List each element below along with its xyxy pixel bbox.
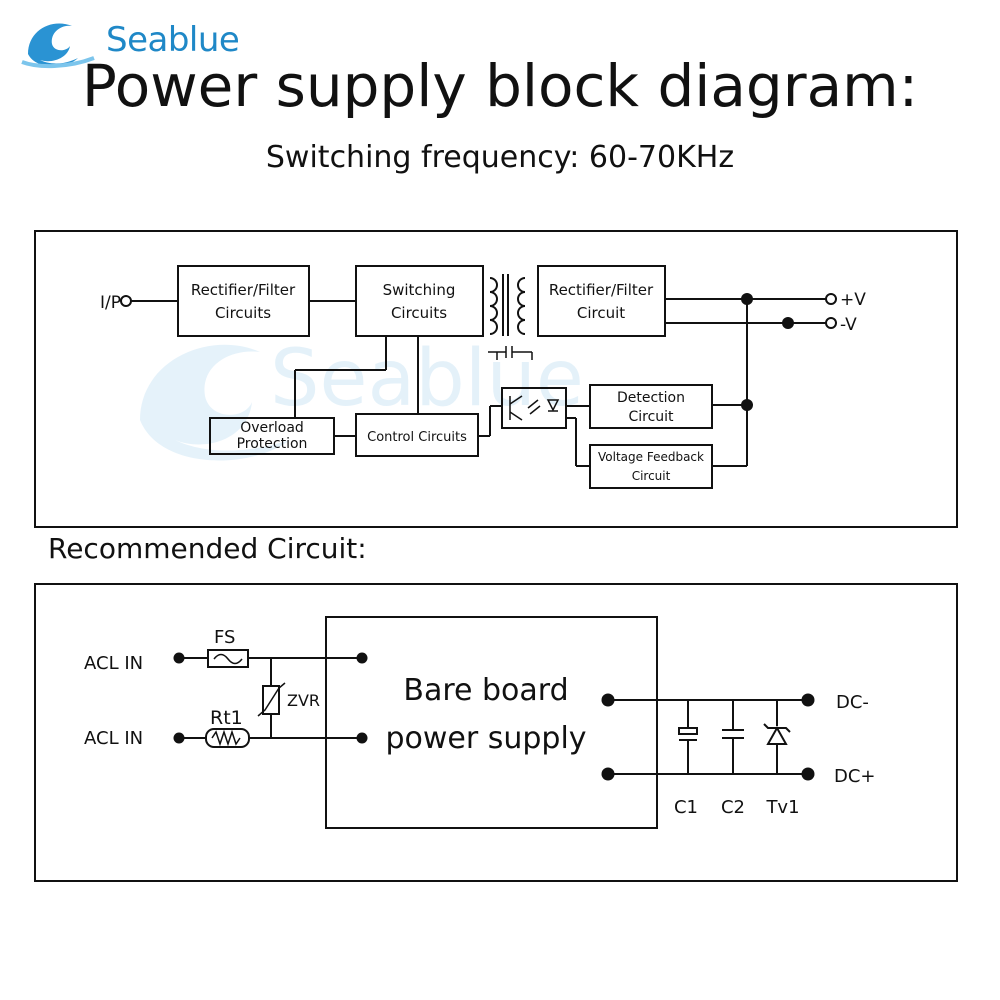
voltage-feedback-line1: Voltage Feedback bbox=[598, 450, 704, 464]
rectifier-filter-input-line1: Rectifier/Filter bbox=[191, 281, 296, 299]
voltage-feedback-block bbox=[589, 444, 713, 489]
ground-symbol-icon bbox=[488, 346, 533, 360]
rectifier-filter-output-block bbox=[537, 265, 666, 337]
c1-label: C1 bbox=[674, 797, 698, 818]
rectifier-filter-output-line1: Rectifier/Filter bbox=[549, 281, 654, 299]
board-label-line2: power supply bbox=[385, 721, 586, 756]
block-diagram-frame bbox=[34, 230, 958, 528]
rectifier-filter-input-block bbox=[177, 265, 310, 337]
switching-line2: Circuits bbox=[391, 304, 447, 322]
thermistor-label: Rt1 bbox=[210, 707, 243, 729]
acl-in-bottom-label: ACL IN bbox=[84, 728, 143, 749]
watermark-logo: Seablue bbox=[140, 334, 584, 461]
recommended-circuit-frame bbox=[34, 583, 958, 882]
transformer-icon bbox=[489, 274, 526, 336]
recommended-circuit-heading: Recommended Circuit: bbox=[48, 532, 367, 565]
page-subtitle: Switching frequency: 60-70KHz bbox=[265, 140, 735, 175]
fuse-label: FS bbox=[214, 627, 235, 648]
dc-negative-label: DC- bbox=[836, 692, 869, 713]
board-label-line1: Bare board bbox=[403, 673, 568, 708]
brand-logo: Seablue bbox=[18, 12, 258, 70]
overload-line1: Overload bbox=[240, 420, 304, 436]
acl-in-top-label: ACL IN bbox=[84, 653, 143, 674]
capacitor-c1-icon bbox=[678, 727, 698, 735]
rectifier-filter-output-line2: Circuit bbox=[577, 304, 625, 322]
rectifier-filter-input-line2: Circuits bbox=[215, 304, 271, 322]
tv1-label: Tv1 bbox=[765, 797, 799, 818]
page-title: Power supply block diagram: bbox=[81, 52, 919, 120]
detection-circuit-block bbox=[589, 384, 713, 429]
tvs-diode-icon bbox=[766, 725, 788, 745]
voltage-feedback-line2: Circuit bbox=[632, 469, 671, 483]
switching-circuits-block bbox=[355, 265, 484, 337]
bare-board-block bbox=[325, 616, 658, 829]
overload-line2: Protection bbox=[237, 436, 308, 452]
c2-label: C2 bbox=[721, 797, 745, 818]
control-circuits-label: Control Circuits bbox=[367, 430, 467, 445]
optocoupler-block bbox=[501, 387, 567, 429]
wave-logo-icon bbox=[21, 23, 95, 69]
varistor-label: ZVR bbox=[287, 691, 320, 710]
brand-name: Seablue bbox=[106, 20, 240, 60]
dc-positive-label: DC+ bbox=[834, 766, 876, 787]
switching-line1: Switching bbox=[383, 281, 456, 299]
input-label: I/P bbox=[100, 293, 121, 313]
detection-line2: Circuit bbox=[628, 409, 674, 425]
output-negative-label: -V bbox=[840, 315, 857, 335]
detection-line1: Detection bbox=[617, 390, 685, 406]
svg-text:Seablue: Seablue bbox=[270, 334, 584, 424]
output-positive-label: +V bbox=[840, 290, 866, 310]
